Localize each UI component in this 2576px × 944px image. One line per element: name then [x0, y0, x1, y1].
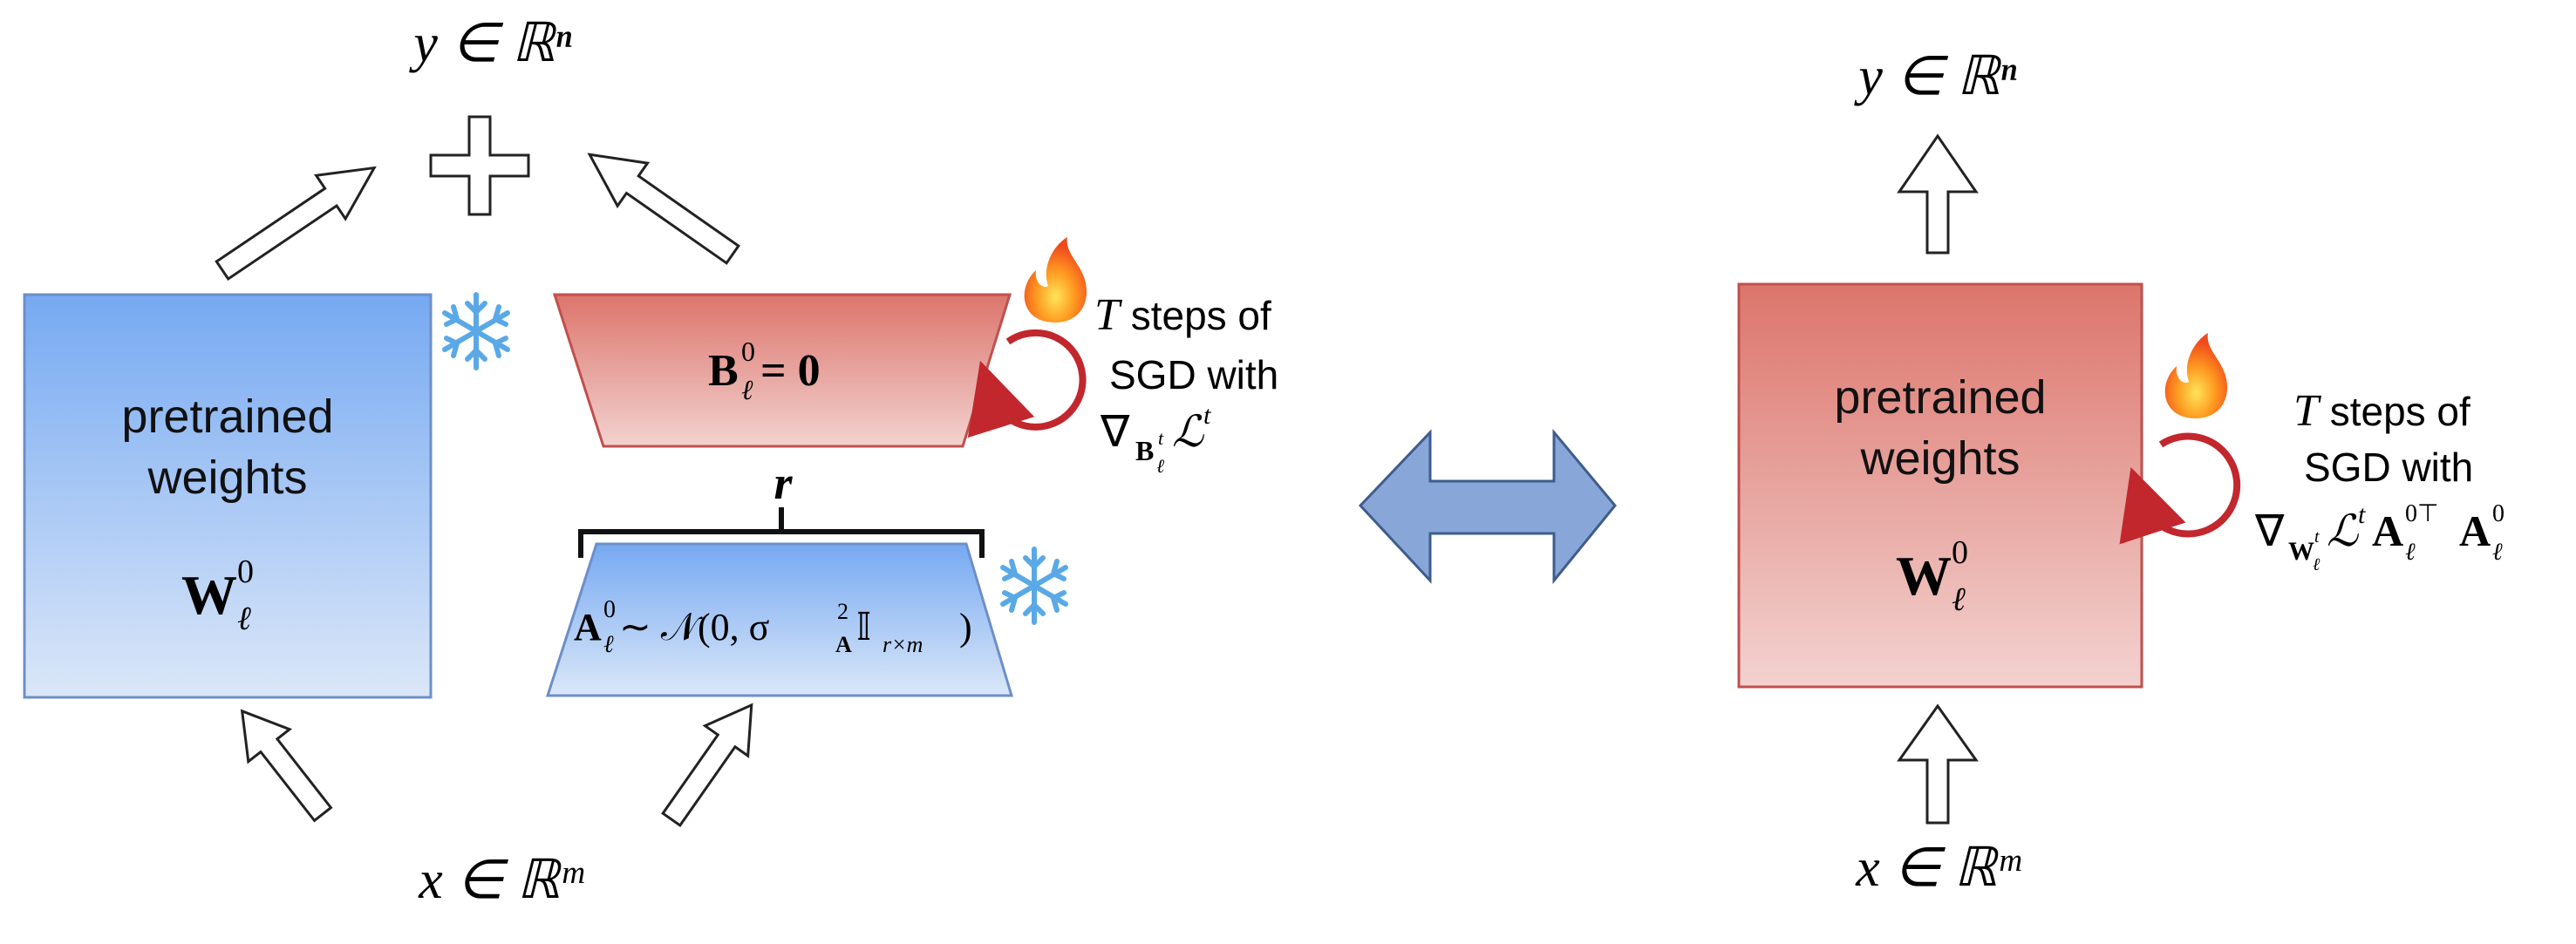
- right-weights-symbol-sup: 0: [1952, 534, 1968, 571]
- weights-symbol-sub: ℓ: [237, 601, 251, 637]
- arrow-input-to-weights: [240, 709, 333, 823]
- right-pretrained-weights-box: [1737, 282, 2143, 689]
- right-output-label: y ∈ ℝⁿ: [1853, 47, 2017, 106]
- equivalence-double-arrow: [1358, 428, 1617, 585]
- right-update-loop-icon: [2119, 432, 2241, 545]
- weights-symbol: W 0 ℓ: [181, 553, 254, 637]
- lora-a-sigma-sup: 2: [837, 599, 848, 624]
- weights-symbol-sup: 0: [237, 553, 254, 590]
- r-grad-a2: A: [2459, 506, 2491, 555]
- b-grad-loss: ℒ: [1172, 407, 1204, 456]
- arrow-weights-to-sum: [215, 166, 377, 282]
- lora-b-block: [552, 293, 1012, 448]
- r-grad-sub: W: [2288, 537, 2314, 566]
- rank-bracket: [578, 507, 985, 558]
- pretrained-label-line1: pretrained: [121, 391, 333, 443]
- right-update-gradient: ∇ W t ℓ ℒ t A 0⊤ ℓ A 0 ℓ: [2254, 500, 2504, 574]
- right-update-steps: steps of: [2319, 389, 2470, 434]
- left-input-label: x ∈ ℝᵐ: [418, 851, 584, 910]
- lora-a-close: ): [959, 606, 972, 649]
- arrow-lora-to-sum: [587, 153, 740, 265]
- lora-a-block: [545, 542, 1014, 697]
- r-grad-a1sub: ℓ: [2405, 539, 2416, 566]
- b-update-line2: SGD with: [1109, 352, 1278, 397]
- b-grad-losssup: t: [1203, 401, 1211, 430]
- r-grad-a2sub: ℓ: [2492, 539, 2503, 566]
- lora-b-label-rest: = 0: [760, 346, 821, 396]
- right-update-text: T steps of SGD with ∇ W t ℓ ℒ t A 0⊤ ℓ A…: [2254, 386, 2504, 574]
- b-grad-subsub: ℓ: [1156, 455, 1165, 477]
- lora-a-label: A 0 ℓ ∼ 𝒩(0, σ 2 A 𝕀 r×m ): [574, 596, 972, 658]
- b-update-gradient: ∇ B t ℓ ℒ t: [1100, 401, 1211, 477]
- frozen-snowflake-icon-a: [1000, 547, 1068, 625]
- b-update-T: T: [1094, 290, 1122, 340]
- right-input-label: x ∈ ℝᵐ: [1855, 839, 2021, 898]
- left-output-label: y ∈ ℝⁿ: [408, 14, 572, 73]
- right-pretrained-label-line2: weights: [1859, 432, 2020, 485]
- lora-a-label-main: A: [574, 606, 602, 649]
- r-grad-a1sup: 0⊤: [2405, 500, 2438, 527]
- lora-a-identity: 𝕀: [856, 606, 871, 649]
- right-weights-symbol-sub: ℓ: [1952, 581, 1966, 618]
- pretrained-weights-box: [23, 293, 433, 699]
- lora-a-sigma-sub: A: [835, 632, 852, 657]
- right-update-line2: SGD with: [2304, 445, 2473, 490]
- lora-a-label-sub: ℓ: [603, 631, 614, 658]
- lora-a-label-sup: 0: [603, 596, 616, 623]
- r-grad-loss: ℒ: [2327, 506, 2359, 555]
- r-grad-a2sup: 0: [2492, 500, 2504, 527]
- b-update-text: T steps of SGD with ∇ B t ℓ ℒ t: [1094, 290, 1278, 477]
- b-grad-nabla: ∇: [1100, 407, 1130, 456]
- r-grad-nabla: ∇: [2254, 506, 2285, 555]
- right-update-line1: T steps of: [2293, 386, 2470, 436]
- right-weights-symbol: W 0 ℓ: [1896, 534, 1968, 618]
- weights-symbol-main: W: [181, 564, 237, 626]
- pretrained-label-line2: weights: [147, 452, 307, 504]
- r-grad-subsub: ℓ: [2313, 555, 2320, 574]
- b-grad-subsup: t: [1158, 427, 1164, 449]
- trainable-fire-icon: [1024, 237, 1087, 323]
- arrow-input-to-a: [661, 703, 753, 827]
- right-pretrained-label-line1: pretrained: [1834, 371, 2046, 424]
- sum-plus-icon: [429, 115, 530, 216]
- lora-b-label-sup: 0: [741, 336, 755, 367]
- lora-b-label: B 0 ℓ = 0: [708, 336, 821, 405]
- right-update-T: T: [2293, 386, 2321, 436]
- b-grad-sub: B: [1135, 435, 1154, 466]
- r-grad-a1: A: [2372, 506, 2403, 555]
- b-update-steps: steps of: [1120, 293, 1271, 338]
- b-update-line1: T steps of: [1094, 290, 1271, 340]
- r-grad-subsup: t: [2314, 527, 2320, 547]
- right-weights-symbol-main: W: [1896, 545, 1952, 607]
- lora-b-label-sub: ℓ: [741, 374, 753, 405]
- rank-label: r: [773, 457, 793, 509]
- frozen-snowflake-icon: [442, 292, 510, 370]
- arrow-right-input-to-weights: [1897, 703, 1979, 825]
- lora-b-label-main: B: [708, 346, 739, 396]
- lora-a-label-rest: ∼ 𝒩(0, σ: [619, 606, 770, 649]
- right-trainable-fire-icon: [2164, 333, 2228, 418]
- r-grad-losssup: t: [2358, 500, 2366, 529]
- lora-a-identity-sub: r×m: [883, 632, 923, 657]
- arrow-right-weights-to-output: [1897, 133, 1979, 255]
- b-update-loop-icon: [967, 329, 1087, 438]
